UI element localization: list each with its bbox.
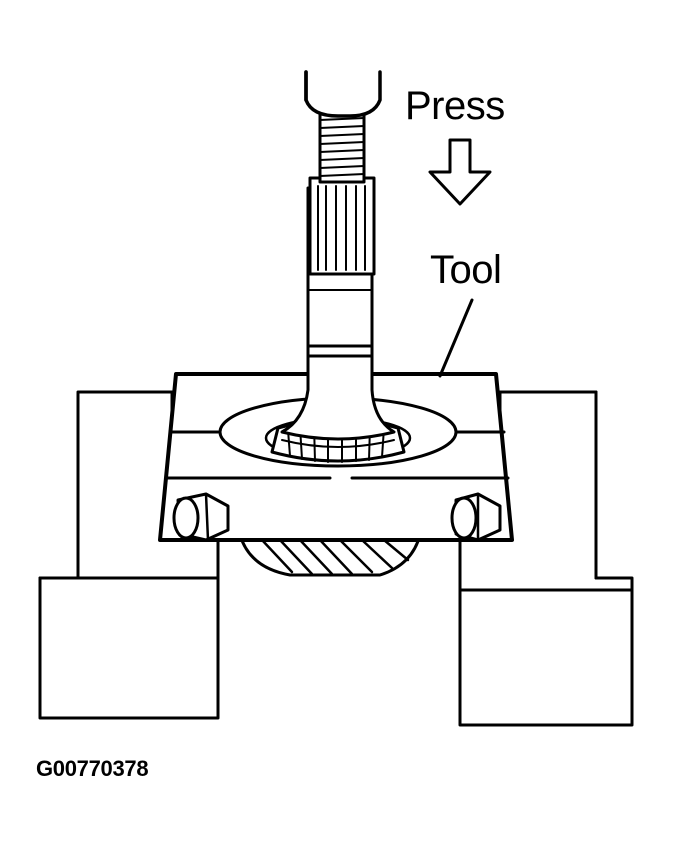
figure-id: G00770378 xyxy=(36,756,149,781)
press-label: Press xyxy=(405,84,505,128)
press-arrow-icon xyxy=(428,138,492,206)
pinion-shaft xyxy=(280,176,396,441)
threaded-end xyxy=(318,110,366,184)
pinion-gear-teeth xyxy=(238,533,422,577)
right-bolt xyxy=(450,492,502,542)
press-ram xyxy=(304,70,382,118)
tool-label: Tool xyxy=(430,248,502,292)
tool-leader-line xyxy=(438,298,474,378)
left-bolt xyxy=(172,492,230,542)
